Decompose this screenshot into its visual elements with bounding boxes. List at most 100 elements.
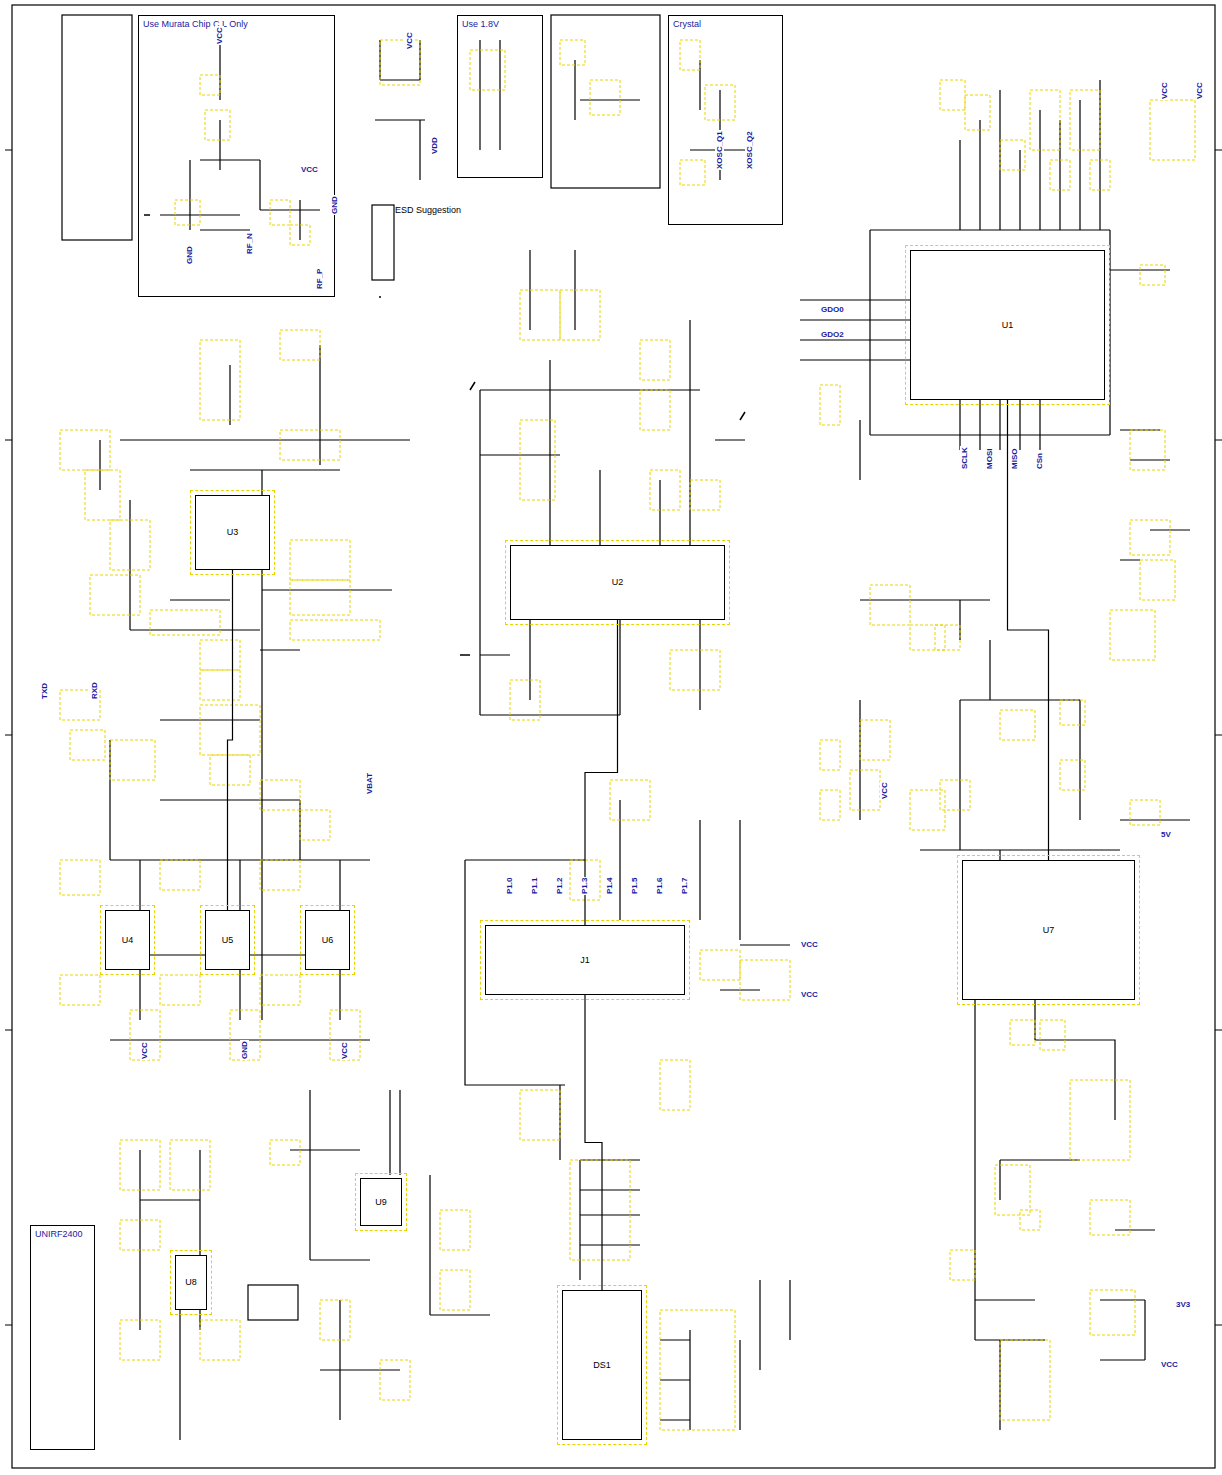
part-outline (670, 650, 720, 690)
part-outline (1060, 760, 1085, 790)
part-label: Use 1.8V (462, 19, 538, 30)
net-label: VBAT (365, 772, 374, 795)
part-outline (1090, 1290, 1135, 1335)
part-outline (205, 110, 230, 140)
part-outline (1000, 140, 1025, 170)
part-outline (680, 160, 705, 185)
part-outline (1090, 1200, 1130, 1235)
part-label: U2 (612, 577, 624, 588)
part-outline (820, 740, 840, 770)
part-outline (570, 1160, 630, 1260)
part-outline (610, 780, 650, 820)
part-outline (660, 1310, 735, 1430)
part-label: U5 (222, 935, 234, 946)
part-outline (270, 1140, 300, 1165)
part-outline (1130, 800, 1160, 825)
wire (1008, 400, 1049, 860)
part-outline (520, 1090, 560, 1140)
part-outline (1020, 1210, 1040, 1230)
ic-symbol: U7 (962, 860, 1135, 1000)
part-outline (965, 95, 990, 130)
part-outline (120, 1320, 160, 1360)
wire (228, 570, 233, 910)
part-outline (175, 200, 200, 225)
part-outline (85, 470, 120, 520)
part-outline (940, 80, 965, 110)
net-label: P1.0 (505, 877, 514, 895)
part-outline (440, 1270, 470, 1310)
part-outline (1150, 100, 1195, 160)
part-outline (290, 225, 310, 245)
net-label: XOSC_Q1 (715, 130, 724, 170)
part-outline (510, 680, 540, 720)
part-outline (1070, 1080, 1130, 1160)
schematic-frame: Use 1.8V (457, 15, 543, 178)
part-outline (1000, 710, 1035, 740)
part-outline (870, 585, 910, 625)
net-label: P1.7 (680, 877, 689, 895)
part-outline (1010, 1020, 1035, 1045)
part-outline (680, 40, 700, 70)
part-outline (1090, 160, 1110, 190)
net-label: MISO (1010, 448, 1019, 470)
part-outline (520, 290, 560, 340)
part-outline (1140, 560, 1175, 600)
schematic-frame: UNIRF2400 (30, 1225, 95, 1450)
part-label: U7 (1043, 925, 1055, 936)
part-outline (705, 85, 735, 120)
part-outline (110, 520, 150, 570)
part-outline (860, 720, 890, 760)
part-outline (690, 480, 720, 510)
net-label: VCC (1195, 81, 1204, 100)
part-outline (590, 80, 620, 115)
net-label: RF_N (245, 232, 254, 255)
part-outline (60, 860, 100, 895)
part-outline (200, 340, 240, 420)
net-label: VCC (340, 1041, 349, 1060)
part-outline (950, 1250, 975, 1280)
part-outline (120, 1140, 160, 1190)
ic-symbol: J1 (485, 925, 685, 995)
part-outline (270, 200, 290, 225)
part-outline (230, 1010, 260, 1060)
part-outline (120, 1220, 160, 1250)
part-outline (200, 705, 260, 755)
part-outline (160, 860, 200, 890)
net-label: VCC (300, 165, 319, 174)
net-label: RXD (90, 681, 99, 700)
part-outline (740, 960, 790, 1000)
part-outline (700, 950, 740, 980)
part-outline (1060, 700, 1085, 725)
part-outline (290, 620, 380, 640)
ic-symbol: U1 (910, 250, 1105, 400)
wire (150, 954, 205, 955)
net-label: VCC (880, 781, 889, 800)
net-label: SCLK (960, 446, 969, 470)
part-outline (200, 75, 220, 95)
part-label: Crystal (673, 19, 778, 30)
ic-symbol: U6 (305, 910, 350, 970)
part-label: Use Murata Chip C,L Only (143, 19, 330, 30)
net-label: GND (185, 245, 194, 265)
part-outline (850, 770, 880, 810)
net-label: 5V (1160, 830, 1172, 839)
wire (585, 620, 618, 925)
part-outline (290, 540, 350, 580)
part-label: U6 (322, 935, 334, 946)
part-label: ESD Suggestion (395, 205, 485, 216)
ic-symbol: U3 (195, 495, 270, 570)
part-outline (380, 1360, 410, 1400)
part-outline (470, 50, 505, 90)
part-outline (110, 740, 155, 780)
ic-symbol: U2 (510, 545, 725, 620)
part-outline (995, 1165, 1030, 1215)
part-label: U3 (227, 527, 239, 538)
part-outline (1050, 160, 1070, 190)
ic-symbol: U4 (105, 910, 150, 970)
net-label: P1.3 (580, 877, 589, 895)
schematic-frame: Use Murata Chip C,L Only (138, 15, 335, 297)
part-outline (1040, 1020, 1065, 1050)
part-outline (820, 385, 840, 425)
part-outline (640, 390, 670, 430)
part-outline (280, 430, 340, 460)
